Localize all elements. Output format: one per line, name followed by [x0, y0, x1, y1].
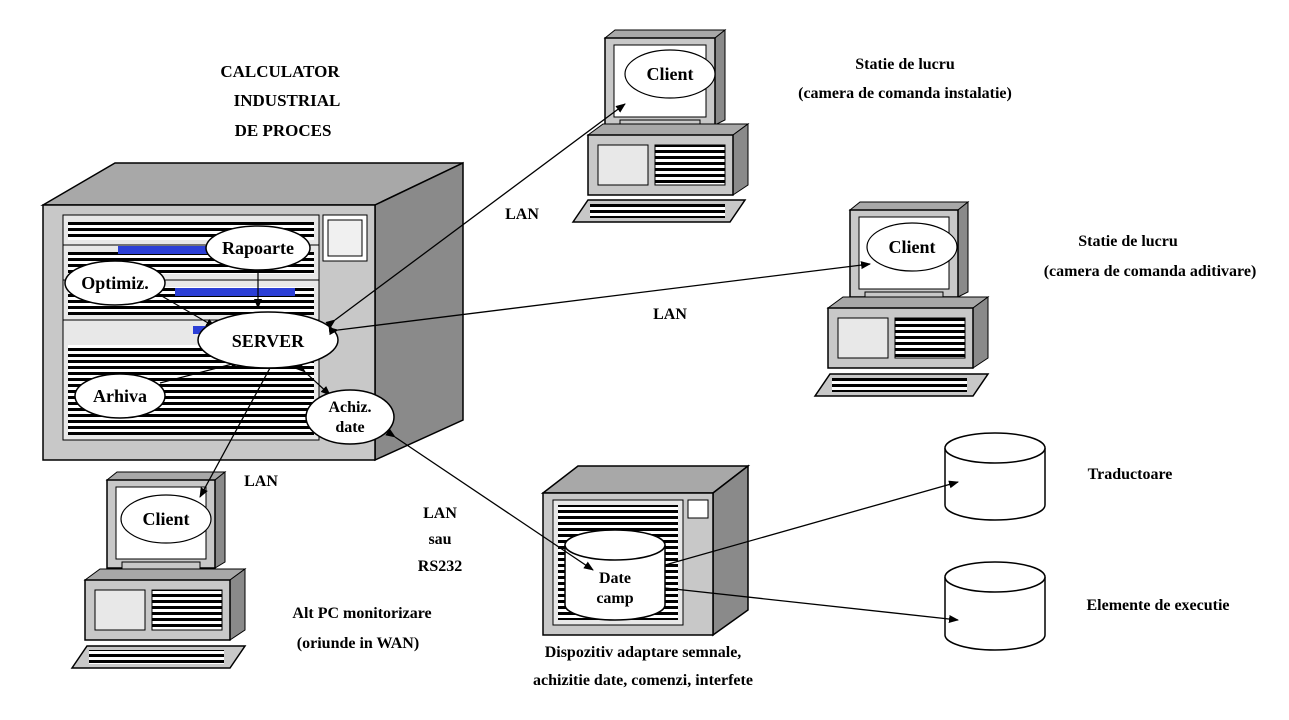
- cabinet-title-line3: DE PROCES: [235, 121, 332, 140]
- achiz-label-line2: date: [335, 419, 364, 436]
- ws1-line1: Statie de lucru: [855, 56, 955, 73]
- drive-light: [118, 246, 208, 254]
- network-links: [199, 103, 959, 623]
- achiz-label-line1: Achiz.: [328, 399, 371, 416]
- client-top-label: Client: [647, 64, 694, 84]
- rapoarte-node: [205, 225, 311, 271]
- lan-label-top: LAN: [505, 206, 539, 223]
- optimiz-label: Optimiz.: [81, 273, 149, 293]
- device-caption-line2: achizitie date, comenzi, interfete: [533, 672, 753, 689]
- server-label: SERVER: [232, 331, 305, 351]
- traductoare-cylinder: [944, 432, 1046, 521]
- elemente-cylinder: [944, 561, 1046, 651]
- lan-rs-line3: RS232: [418, 558, 462, 575]
- lan-rs-line1: LAN: [423, 505, 457, 522]
- client-top-node: [624, 49, 716, 99]
- date-camp-line1: Date: [599, 570, 631, 587]
- rapoarte-label: Rapoarte: [222, 238, 294, 258]
- lan-label-bottom: LAN: [244, 473, 278, 490]
- monitor-pc-line1: Alt PC monitorizare: [292, 605, 431, 622]
- drive-light: [175, 288, 295, 296]
- elemente-label: Elemente de executie: [1086, 597, 1229, 614]
- lan-label-right: LAN: [653, 306, 687, 323]
- internal-connectors: [159, 263, 331, 396]
- traductoare-label: Traductoare: [1088, 466, 1173, 483]
- ws2-line1: Statie de lucru: [1078, 233, 1178, 250]
- device-caption-line1: Dispozitiv adaptare semnale,: [545, 644, 742, 661]
- cabinet-title-line1: CALCULATOR: [220, 62, 340, 81]
- client-right-label: Client: [889, 237, 936, 257]
- optimiz-node: [64, 260, 166, 306]
- achiz-date-node: [305, 389, 395, 445]
- server-node: [197, 311, 339, 369]
- lan-rs-line2: sau: [428, 531, 451, 548]
- client-left-label: Client: [143, 509, 190, 529]
- ws2-line2: (camera de comanda aditivare): [1044, 263, 1257, 280]
- arhiva-label: Arhiva: [93, 386, 147, 406]
- client-right-node: [866, 222, 958, 272]
- ws1-line2: (camera de comanda instalatie): [798, 85, 1012, 102]
- monitor-pc-line2: (oriunde in WAN): [297, 635, 419, 652]
- date-camp-line2: camp: [596, 590, 633, 607]
- client-left-node: [120, 494, 212, 544]
- arhiva-node: [74, 373, 166, 419]
- cabinet-title-line2: INDUSTRIAL: [234, 91, 341, 110]
